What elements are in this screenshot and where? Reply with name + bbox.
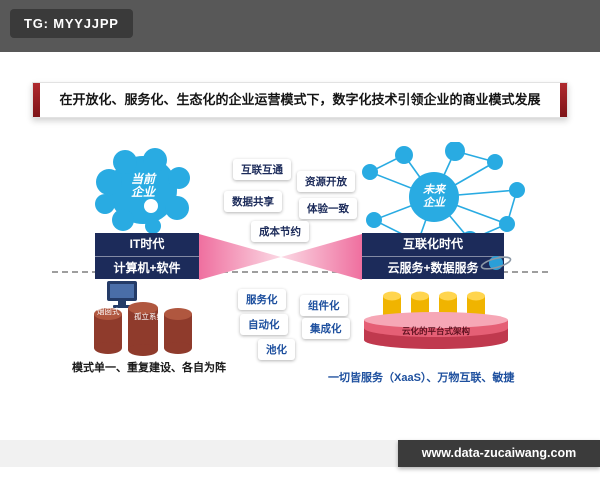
current-enterprise-blob-icon	[95, 148, 190, 234]
saturn-icon	[480, 256, 512, 270]
transition-bowtie-icon	[199, 234, 362, 280]
bottom-tag: 组件化	[300, 295, 348, 316]
silo-label: 烟囱式	[97, 307, 120, 316]
future-enterprise-label: 未来 企业	[408, 184, 460, 210]
top-tag: 成本节约	[251, 221, 309, 242]
current-enterprise-line2: 企业	[130, 185, 155, 199]
top-strip: TG: MYYJJPP	[0, 0, 600, 52]
it-era-box: IT时代 计算机+软件	[95, 233, 199, 279]
it-era-title: IT时代	[129, 237, 165, 251]
computer-icon	[107, 281, 137, 308]
top-tag: 资源开放	[297, 171, 355, 192]
left-caption: 模式单一、重复建设、各自为阵	[72, 362, 226, 374]
right-caption: 一切皆服务（XaaS）、万物互联、敏捷	[328, 372, 515, 384]
title-accent-left	[33, 83, 40, 117]
internet-era-box: 互联化时代 云服务+数据服务	[362, 233, 504, 279]
future-enterprise-line2: 企业	[423, 197, 445, 209]
future-enterprise-line1: 未来	[423, 184, 445, 196]
silo-label: 孤立系统	[134, 312, 164, 321]
silo-cylinders-icon	[94, 302, 192, 356]
current-enterprise-label: 当前 企业	[117, 173, 169, 199]
top-tag: 数据共享	[224, 191, 282, 212]
tg-badge-text: TG: MYYJJPP	[24, 16, 119, 31]
bottom-tag: 自动化	[240, 314, 288, 335]
top-tag: 互联互通	[233, 159, 291, 180]
title-bar: 在开放化、服务化、生态化的企业运营模式下，数字化技术引领企业的商业模式发展	[32, 82, 568, 118]
footer-bar: www.data-zucaiwang.com	[398, 440, 600, 467]
footer-url: www.data-zucaiwang.com	[421, 446, 577, 460]
internet-era-title: 互联化时代	[402, 237, 463, 251]
timeline-dashed-line	[52, 271, 548, 273]
tg-badge: TG: MYYJJPP	[10, 9, 133, 38]
cloud-platform-icon	[364, 291, 508, 349]
title-accent-right	[560, 83, 567, 117]
bottom-tag: 池化	[258, 339, 295, 360]
current-enterprise-line1: 当前	[130, 172, 155, 186]
it-era-subtitle: 计算机+软件	[95, 256, 199, 279]
page-title: 在开放化、服务化、生态化的企业运营模式下，数字化技术引领企业的商业模式发展	[59, 92, 541, 107]
future-enterprise-network-icon	[362, 142, 525, 251]
top-tag: 体验一致	[299, 198, 357, 219]
bottom-tag: 服务化	[238, 289, 286, 310]
bottom-tag: 集成化	[302, 318, 350, 339]
internet-era-subtitle: 云服务+数据服务	[362, 256, 504, 279]
platform-caption: 云化的平台式架构	[401, 326, 470, 336]
